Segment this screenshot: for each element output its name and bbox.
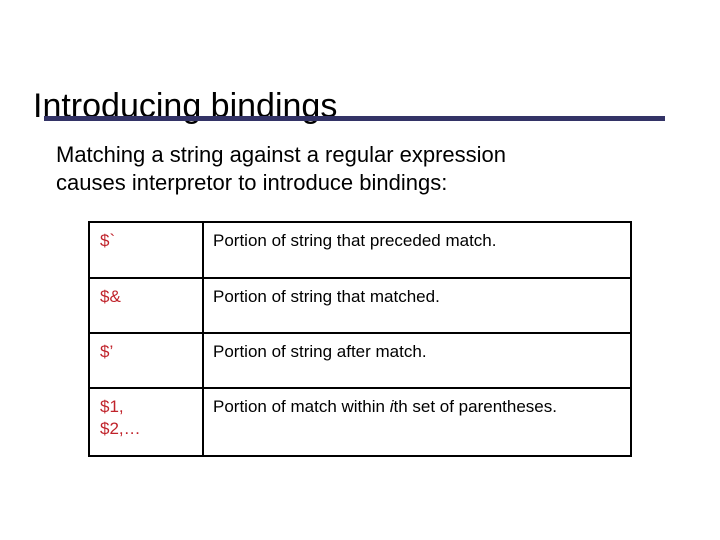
binding-token: $’ (88, 332, 204, 389)
bindings-table: $` Portion of string that preceded match… (88, 221, 632, 457)
table-row: $` Portion of string that preceded match… (88, 221, 632, 279)
binding-description: Portion of string after match. (202, 332, 632, 389)
binding-token: $1, $2,… (88, 387, 204, 457)
binding-description: Portion of string that preceded match. (202, 221, 632, 279)
description-italic-variable: i (389, 397, 394, 416)
table-row: $& Portion of string that matched. (88, 277, 632, 334)
title-divider (44, 116, 665, 121)
binding-description: Portion of string that matched. (202, 277, 632, 334)
binding-description: Portion of match within ith set of paren… (202, 387, 632, 457)
binding-token: $& (88, 277, 204, 334)
description-suffix: th set of parentheses. (393, 397, 557, 416)
binding-token: $` (88, 221, 204, 279)
body-paragraph: Matching a string against a regular expr… (56, 141, 656, 197)
description-prefix: Portion of match within (213, 397, 390, 416)
body-line-1: Matching a string against a regular expr… (56, 142, 507, 167)
table-row: $1, $2,… Portion of match within ith set… (88, 387, 632, 457)
body-line-2: causes interpretor to introduce bindings… (56, 170, 448, 195)
table-row: $’ Portion of string after match. (88, 332, 632, 389)
